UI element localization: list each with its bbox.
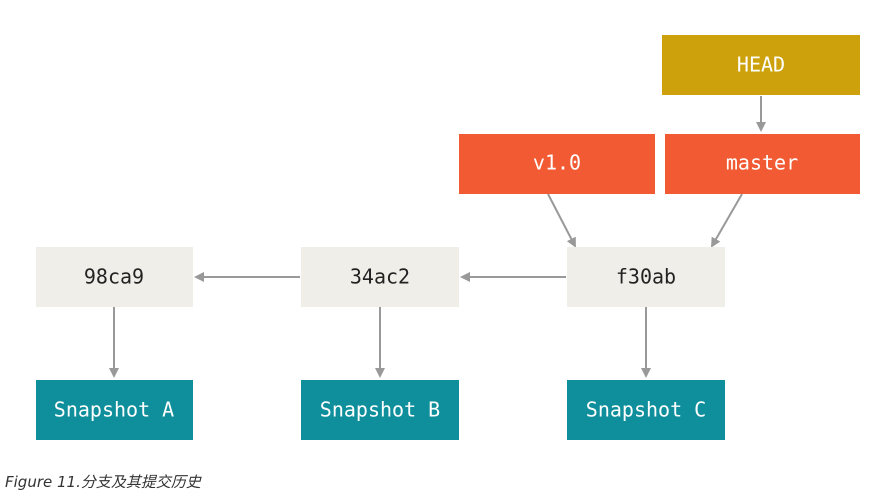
snapshot-c: Snapshot C [567, 380, 725, 440]
commit-34ac2-box [301, 247, 459, 307]
ref-v1-label: v1.0 [533, 151, 581, 175]
commit-34ac2-label: 34ac2 [350, 265, 410, 289]
figure-caption: Figure 11.分支及其提交历史 [5, 471, 201, 492]
ref-master-box [665, 134, 860, 194]
ref-master: master [665, 134, 860, 194]
commit-f30ab-label: f30ab [616, 265, 676, 289]
commit-f30ab-box [567, 247, 725, 307]
figure-caption-text: 分支及其提交历史 [80, 473, 201, 491]
snapshot-b-box [301, 380, 459, 440]
commit-98ca9-box [36, 247, 193, 307]
commit-98ca9: 98ca9 [36, 247, 193, 307]
snapshot-c-label: Snapshot C [586, 398, 706, 422]
commit-f30ab: f30ab [567, 247, 725, 307]
arrows-group [109, 96, 766, 378]
arrow-master-to-f30ab [711, 193, 743, 248]
snapshot-a-label: Snapshot A [54, 398, 174, 422]
commit-34ac2: 34ac2 [301, 247, 459, 307]
ref-v1-box [459, 134, 655, 194]
snapshot-a-box [36, 380, 193, 440]
head-box [662, 35, 860, 95]
commit-98ca9-label: 98ca9 [84, 265, 144, 289]
snapshot-a: Snapshot A [36, 380, 193, 440]
arrow-v1-to-f30ab [547, 193, 576, 248]
figure-number: Figure 11. [5, 473, 81, 491]
ref-v1: v1.0 [459, 134, 655, 194]
snapshot-c-box [567, 380, 725, 440]
head-pointer: HEAD [662, 35, 860, 95]
ref-master-label: master [726, 151, 798, 175]
git-branch-diagram: HEAD v1.0 master 98ca9 34ac2 f30ab Snaps… [36, 35, 860, 440]
head-label: HEAD [737, 53, 785, 77]
snapshot-b-label: Snapshot B [320, 398, 440, 422]
snapshot-b: Snapshot B [301, 380, 459, 440]
